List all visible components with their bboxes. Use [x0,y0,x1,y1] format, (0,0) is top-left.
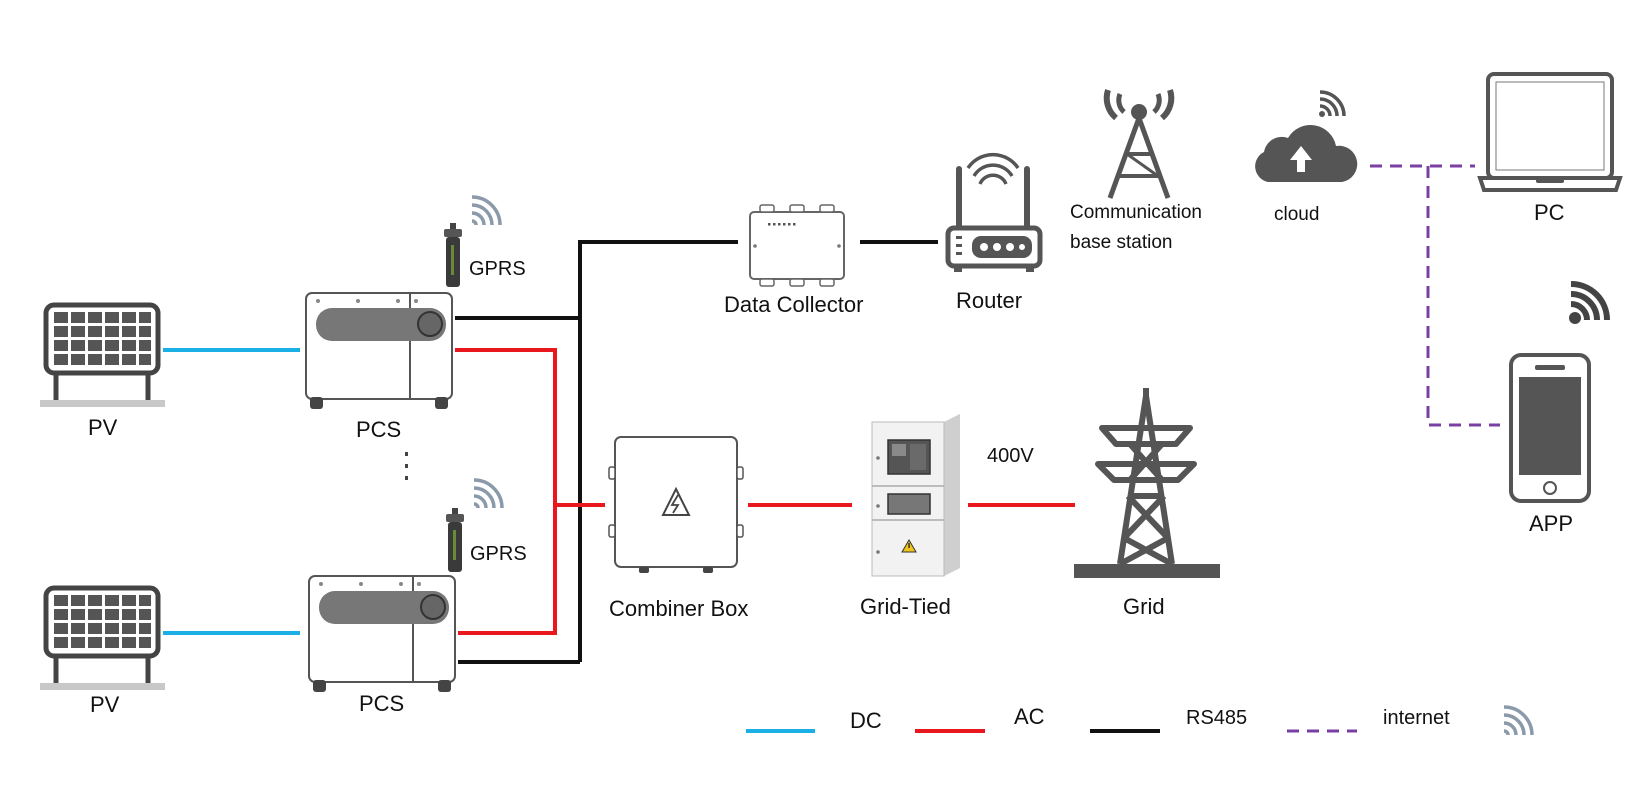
app: APP [1509,353,1591,536]
cloud-label: cloud [1274,204,1319,225]
antenna-tower-icon [1103,89,1175,199]
wifi-bottom [473,478,504,509]
router-icon [945,152,1043,272]
wifi-icon [473,478,504,509]
pc: PC [1477,72,1623,225]
legend-dc-label: DC [850,708,882,733]
data-collector-label: Data Collector [724,292,863,317]
pcs-bottom-label: PCS [359,691,404,716]
pc-label: PC [1534,200,1565,225]
base-station: Communication base station [1070,89,1202,253]
base-station-label-line1: Communication [1070,202,1202,223]
router: Router [945,152,1043,313]
pv-bottom-label: PV [90,692,120,717]
app-label: APP [1529,511,1573,536]
router-label: Router [956,288,1022,313]
smartphone-icon [1509,353,1591,503]
grid-tied-label: Grid-Tied [860,594,951,619]
solar-panel-icon [40,585,165,690]
base-station-label-line2: base station [1070,232,1172,253]
legend: DC AC RS485 internet [746,704,1534,736]
pcs-bottom: PCS [308,575,456,716]
pcs-top: PCS [305,292,453,442]
internet-line-to-app [1426,166,1500,427]
wifi-icon [1319,90,1346,117]
pv-bottom: PV [40,585,165,717]
gprs-bottom: GPRS [446,508,527,572]
ac-line-pcs-bottom [458,505,557,635]
wifi-cloud [1319,90,1346,117]
solar-panel-icon [40,302,165,407]
gprs-top: GPRS [444,223,526,287]
voltage-label: 400V [987,445,1034,467]
wifi-top [471,195,502,226]
pv-top-label: PV [88,415,118,440]
grid: Grid [1074,388,1220,619]
data-collector-icon [749,204,845,287]
legend-internet-label: internet [1383,707,1450,729]
grid-cabinet-icon [871,414,960,577]
gprs-dongle-icon [446,508,464,572]
data-collector: Data Collector [724,204,863,317]
ac-line-pcs-top [455,348,557,505]
transmission-tower-icon [1074,388,1220,578]
gprs-top-label: GPRS [469,258,526,280]
wifi-icon [1569,281,1610,324]
connections [163,164,1500,664]
inverter-icon [305,292,453,409]
wifi-icon [471,195,502,226]
combiner-box-label: Combiner Box [609,596,748,621]
grid-tied: Grid-Tied [860,414,960,619]
combiner-box-icon [608,436,744,573]
grid-label: Grid [1123,594,1165,619]
rs485-bus-vertical [578,240,738,662]
ellipsis-dots [405,452,408,480]
pv-top: PV [40,302,165,440]
legend-wifi [1503,705,1534,736]
gprs-dongle-icon [444,223,462,287]
gprs-bottom-label: GPRS [470,543,527,565]
combiner-box: Combiner Box [608,436,748,621]
cloud: cloud [1255,125,1358,225]
cloud-upload-icon [1255,125,1358,182]
laptop-icon [1477,72,1623,192]
legend-rs485-label: RS485 [1186,707,1247,729]
inverter-icon [308,575,456,692]
legend-ac-label: AC [1014,704,1045,729]
wifi-icon [1503,705,1534,736]
pcs-top-label: PCS [356,417,401,442]
wifi-app [1569,281,1610,324]
